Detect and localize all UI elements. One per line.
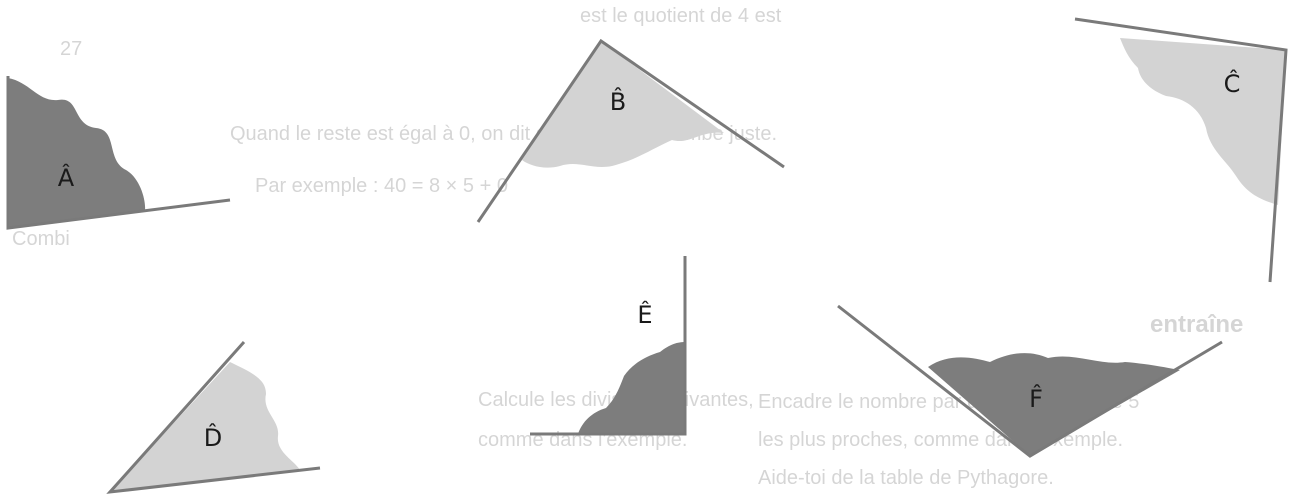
bg-text-line8: Aide-toi de la table de Pythagore.: [758, 467, 1054, 489]
angle-f-sides: [837, 304, 1223, 458]
angle-a-label: Â: [58, 163, 75, 192]
angle-f-shade: [928, 353, 1180, 456]
angle-c-label: Ĉ: [1224, 68, 1241, 98]
bg-text-line11: 27: [60, 38, 82, 60]
angle-b-sides: [476, 38, 785, 223]
bg-text-line1: est le quotient de 4 est: [580, 5, 782, 27]
angle-e-sides: [530, 256, 687, 436]
angle-c: Ĉ: [1074, 17, 1288, 283]
angle-b: B̂: [476, 38, 785, 223]
angle-b-shade: [522, 41, 724, 168]
angle-b-label: B̂: [610, 88, 626, 116]
angle-e-shade: [578, 342, 685, 434]
angle-c-sides: [1074, 17, 1288, 283]
angle-a-shade: [8, 78, 146, 228]
bg-text-line3: Par exemple : 40 = 8 × 5 + 0: [255, 175, 508, 197]
angle-e-label: Ê: [637, 300, 652, 329]
angle-d-shade: [110, 362, 300, 492]
angle-a: Â: [6, 76, 231, 230]
angle-d-label: D̂: [204, 424, 222, 452]
angle-f-label: F̂: [1029, 385, 1043, 413]
angle-e: Ê: [530, 256, 687, 436]
bg-text-line4: Combi: [12, 228, 70, 250]
angle-f: F̂: [837, 304, 1223, 458]
angle-d-sides: [106, 341, 321, 494]
angle-c-shade: [1120, 38, 1286, 205]
angle-a-sides: [6, 76, 231, 230]
angle-d: D̂: [106, 341, 321, 494]
bg-text-line5: entraîne: [1150, 311, 1243, 338]
